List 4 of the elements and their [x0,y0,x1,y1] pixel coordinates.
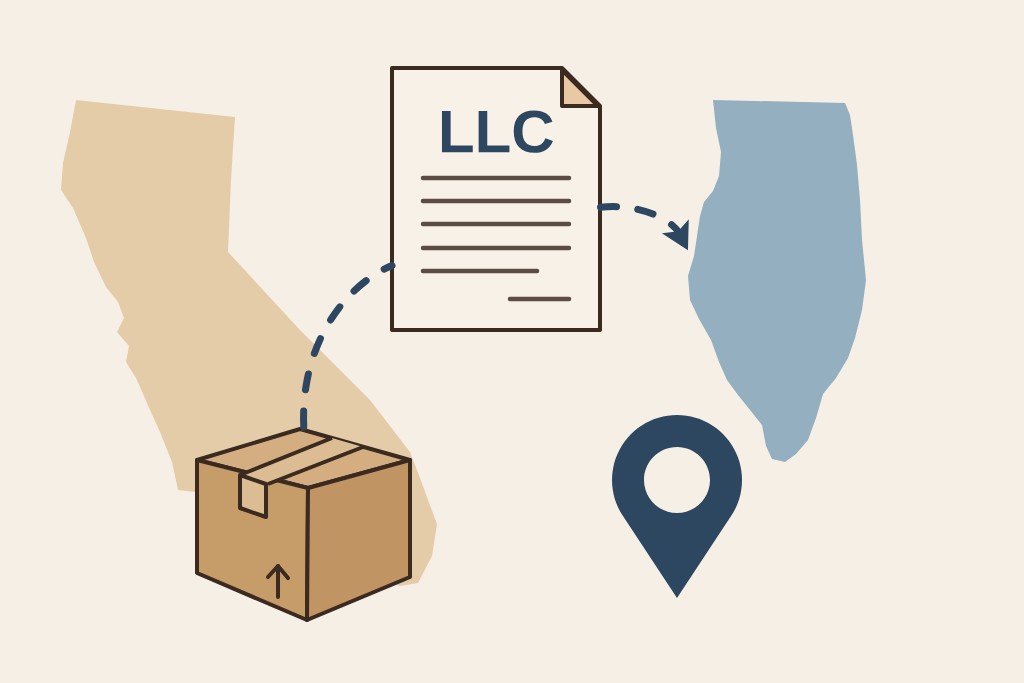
package [195,427,412,622]
document: LLC [390,66,602,332]
state-map [688,100,866,462]
dashed-line [300,262,396,431]
